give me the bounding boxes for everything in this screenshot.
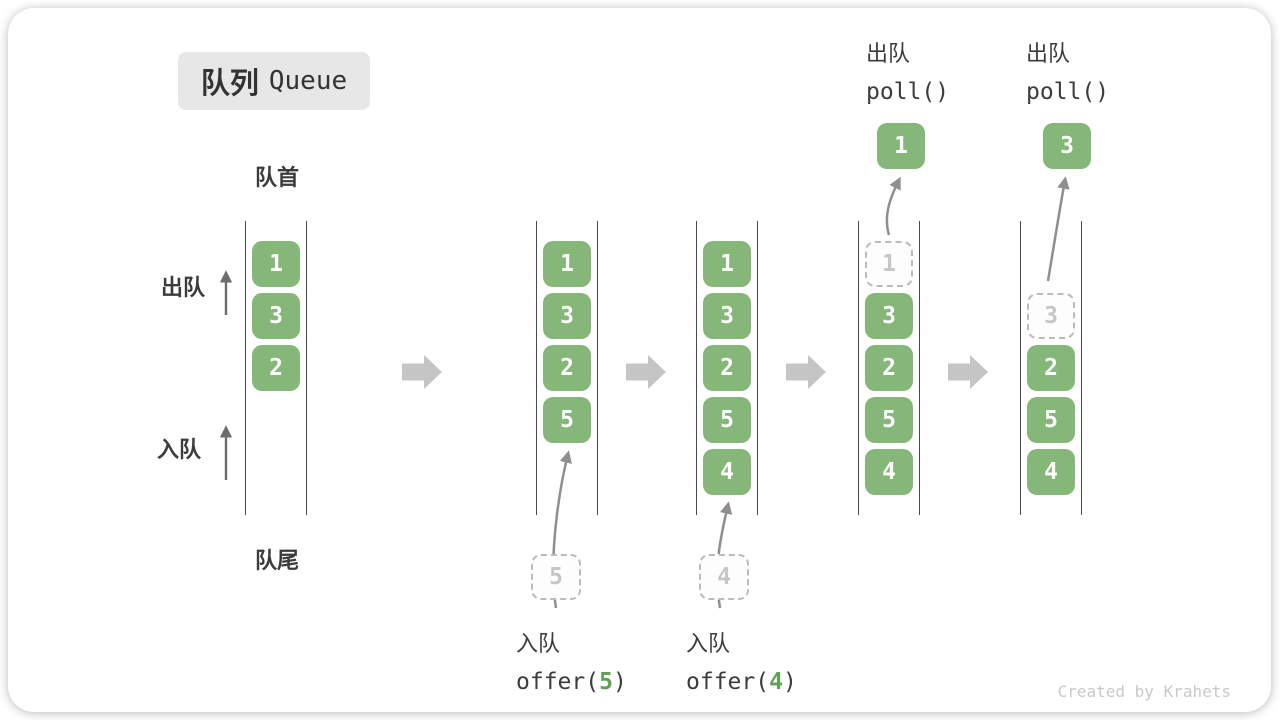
queue-box-solid: 5 xyxy=(703,397,751,443)
poll-1-label-code: poll() xyxy=(866,79,950,105)
queue-channel-after-poll-1 xyxy=(858,221,920,515)
queue-box-solid: 5 xyxy=(865,397,913,443)
offer-5-label-code: offer(5) xyxy=(516,669,627,695)
step-arrow-icon xyxy=(402,355,442,389)
offer-5-label: 入队 offer(5) xyxy=(516,626,686,695)
poll-3-label-code: poll() xyxy=(1026,79,1110,105)
credit-text: Created by Krahets xyxy=(1057,682,1231,701)
step-arrow-icon xyxy=(948,355,988,389)
offer-4-label: 入队 offer(4) xyxy=(686,626,856,695)
queue-box-solid: 2 xyxy=(703,345,751,391)
title-badge: 队列 Queue xyxy=(178,52,370,110)
queue-box-solid: 1 xyxy=(252,241,300,287)
poll-3-label: 出队 poll() xyxy=(1026,36,1196,105)
queue-box-solid: 3 xyxy=(703,293,751,339)
diagram-card: 队列 Queue 队首 队尾 出队 入队 xyxy=(8,8,1271,712)
queue-box-solid: 4 xyxy=(703,449,751,495)
title-en: Queue xyxy=(268,66,348,96)
queue-box-solid: 1 xyxy=(703,241,751,287)
queue-box-solid: 2 xyxy=(252,345,300,391)
queue-box-solid: 4 xyxy=(865,449,913,495)
poll-3-label-zh: 出队 xyxy=(1026,41,1071,66)
queue-box-solid: 3 xyxy=(252,293,300,339)
offer-4-pending-box: 4 xyxy=(699,554,749,600)
enqueue-side-label: 入队 xyxy=(157,437,202,462)
offer-4-label-code: offer(4) xyxy=(686,669,797,695)
offer-5-pending-box: 5 xyxy=(531,554,581,600)
queue-box-solid: 2 xyxy=(1027,345,1075,391)
queue-box-solid: 3 xyxy=(543,293,591,339)
queue-channel-after-offer-4 xyxy=(696,221,758,515)
queue-box-solid: 5 xyxy=(543,397,591,443)
queue-box-solid: 2 xyxy=(865,345,913,391)
poll-1-result-box: 1 xyxy=(877,123,925,169)
queue-box-dashed: 1 xyxy=(865,241,913,287)
queue-channel-after-poll-3 xyxy=(1020,221,1082,515)
title-zh: 队列 xyxy=(200,68,259,100)
queue-box-dashed: 3 xyxy=(1027,293,1075,339)
dequeue-side-label: 出队 xyxy=(161,275,206,300)
poll-1-label-zh: 出队 xyxy=(866,41,911,66)
queue-rear-label: 队尾 xyxy=(254,548,299,573)
queue-channel-after-offer-5 xyxy=(536,221,598,515)
queue-channel-initial-state xyxy=(245,221,307,515)
arrows-layer xyxy=(219,176,1070,609)
offer-5-label-zh: 入队 xyxy=(516,631,561,656)
offer-4-label-zh: 入队 xyxy=(686,631,731,656)
step-arrow-icon xyxy=(786,355,826,389)
queue-front-label: 队首 xyxy=(254,165,299,190)
queue-box-solid: 1 xyxy=(543,241,591,287)
poll-1-label: 出队 poll() xyxy=(866,36,1036,105)
step-arrow-icon xyxy=(626,355,666,389)
queue-box-solid: 3 xyxy=(865,293,913,339)
queue-box-solid: 5 xyxy=(1027,397,1075,443)
queue-box-solid: 2 xyxy=(543,345,591,391)
queue-box-solid: 4 xyxy=(1027,449,1075,495)
poll-3-result-box: 3 xyxy=(1043,123,1091,169)
